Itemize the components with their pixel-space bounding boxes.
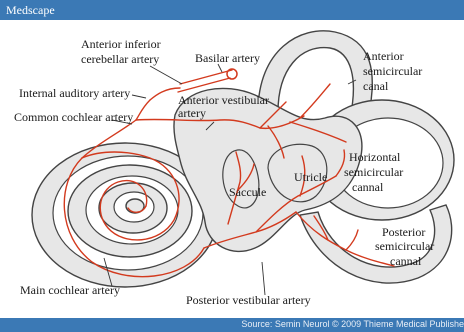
posterior-canal-artery-branch-2 (346, 230, 358, 250)
label-main-cochlear: Main cochlear artery (20, 283, 120, 297)
label-hor-canal-2: semicircular (344, 165, 403, 179)
leader-basilar (218, 64, 222, 72)
label-post-canal-3: cannal (390, 254, 422, 268)
label-post-canal-2: semicircular (375, 239, 434, 253)
leader-posterior-vestibular (262, 262, 265, 295)
aica (150, 88, 180, 100)
label-aica-1: Anterior inferior (81, 37, 161, 51)
label-internal-auditory: Internal auditory artery (19, 86, 130, 100)
internal-auditory-artery (136, 100, 150, 120)
anterior-vestibular-branch-5 (300, 84, 330, 118)
label-utricle: Utricle (294, 170, 327, 184)
header-bar: Medscape (0, 0, 464, 20)
label-aica-2: cerebellar artery (81, 52, 159, 66)
label-post-vest: Posterior vestibular artery (186, 293, 311, 307)
label-basilar: Basilar artery (195, 51, 260, 65)
medscape-logo: Medscape (6, 3, 55, 18)
label-ant-vest-1: Anterior vestibular (178, 93, 269, 107)
basilar-artery (180, 70, 232, 84)
label-saccule: Saccule (229, 185, 266, 199)
leader-aica (150, 66, 182, 84)
label-hor-canal-1: Horizontal (349, 150, 401, 164)
label-ant-canal-3: canal (363, 79, 389, 93)
label-ant-canal-1: Anterior (363, 49, 404, 63)
label-common-cochlear: Common cochlear artery (14, 110, 133, 124)
source-credit: Source: Semin Neurol © 2009 Thieme Medic… (241, 319, 464, 329)
leader-internal-auditory (132, 95, 146, 98)
label-post-canal-1: Posterior (382, 225, 425, 239)
footer-bar: Source: Semin Neurol © 2009 Thieme Medic… (0, 318, 464, 332)
label-ant-canal-2: semicircular (363, 64, 422, 78)
label-hor-canal-3: cannal (352, 180, 384, 194)
inner-ear-diagram: Anterior inferior cerebellar artery Basi… (0, 20, 464, 318)
label-ant-vest-2: artery (178, 106, 206, 120)
